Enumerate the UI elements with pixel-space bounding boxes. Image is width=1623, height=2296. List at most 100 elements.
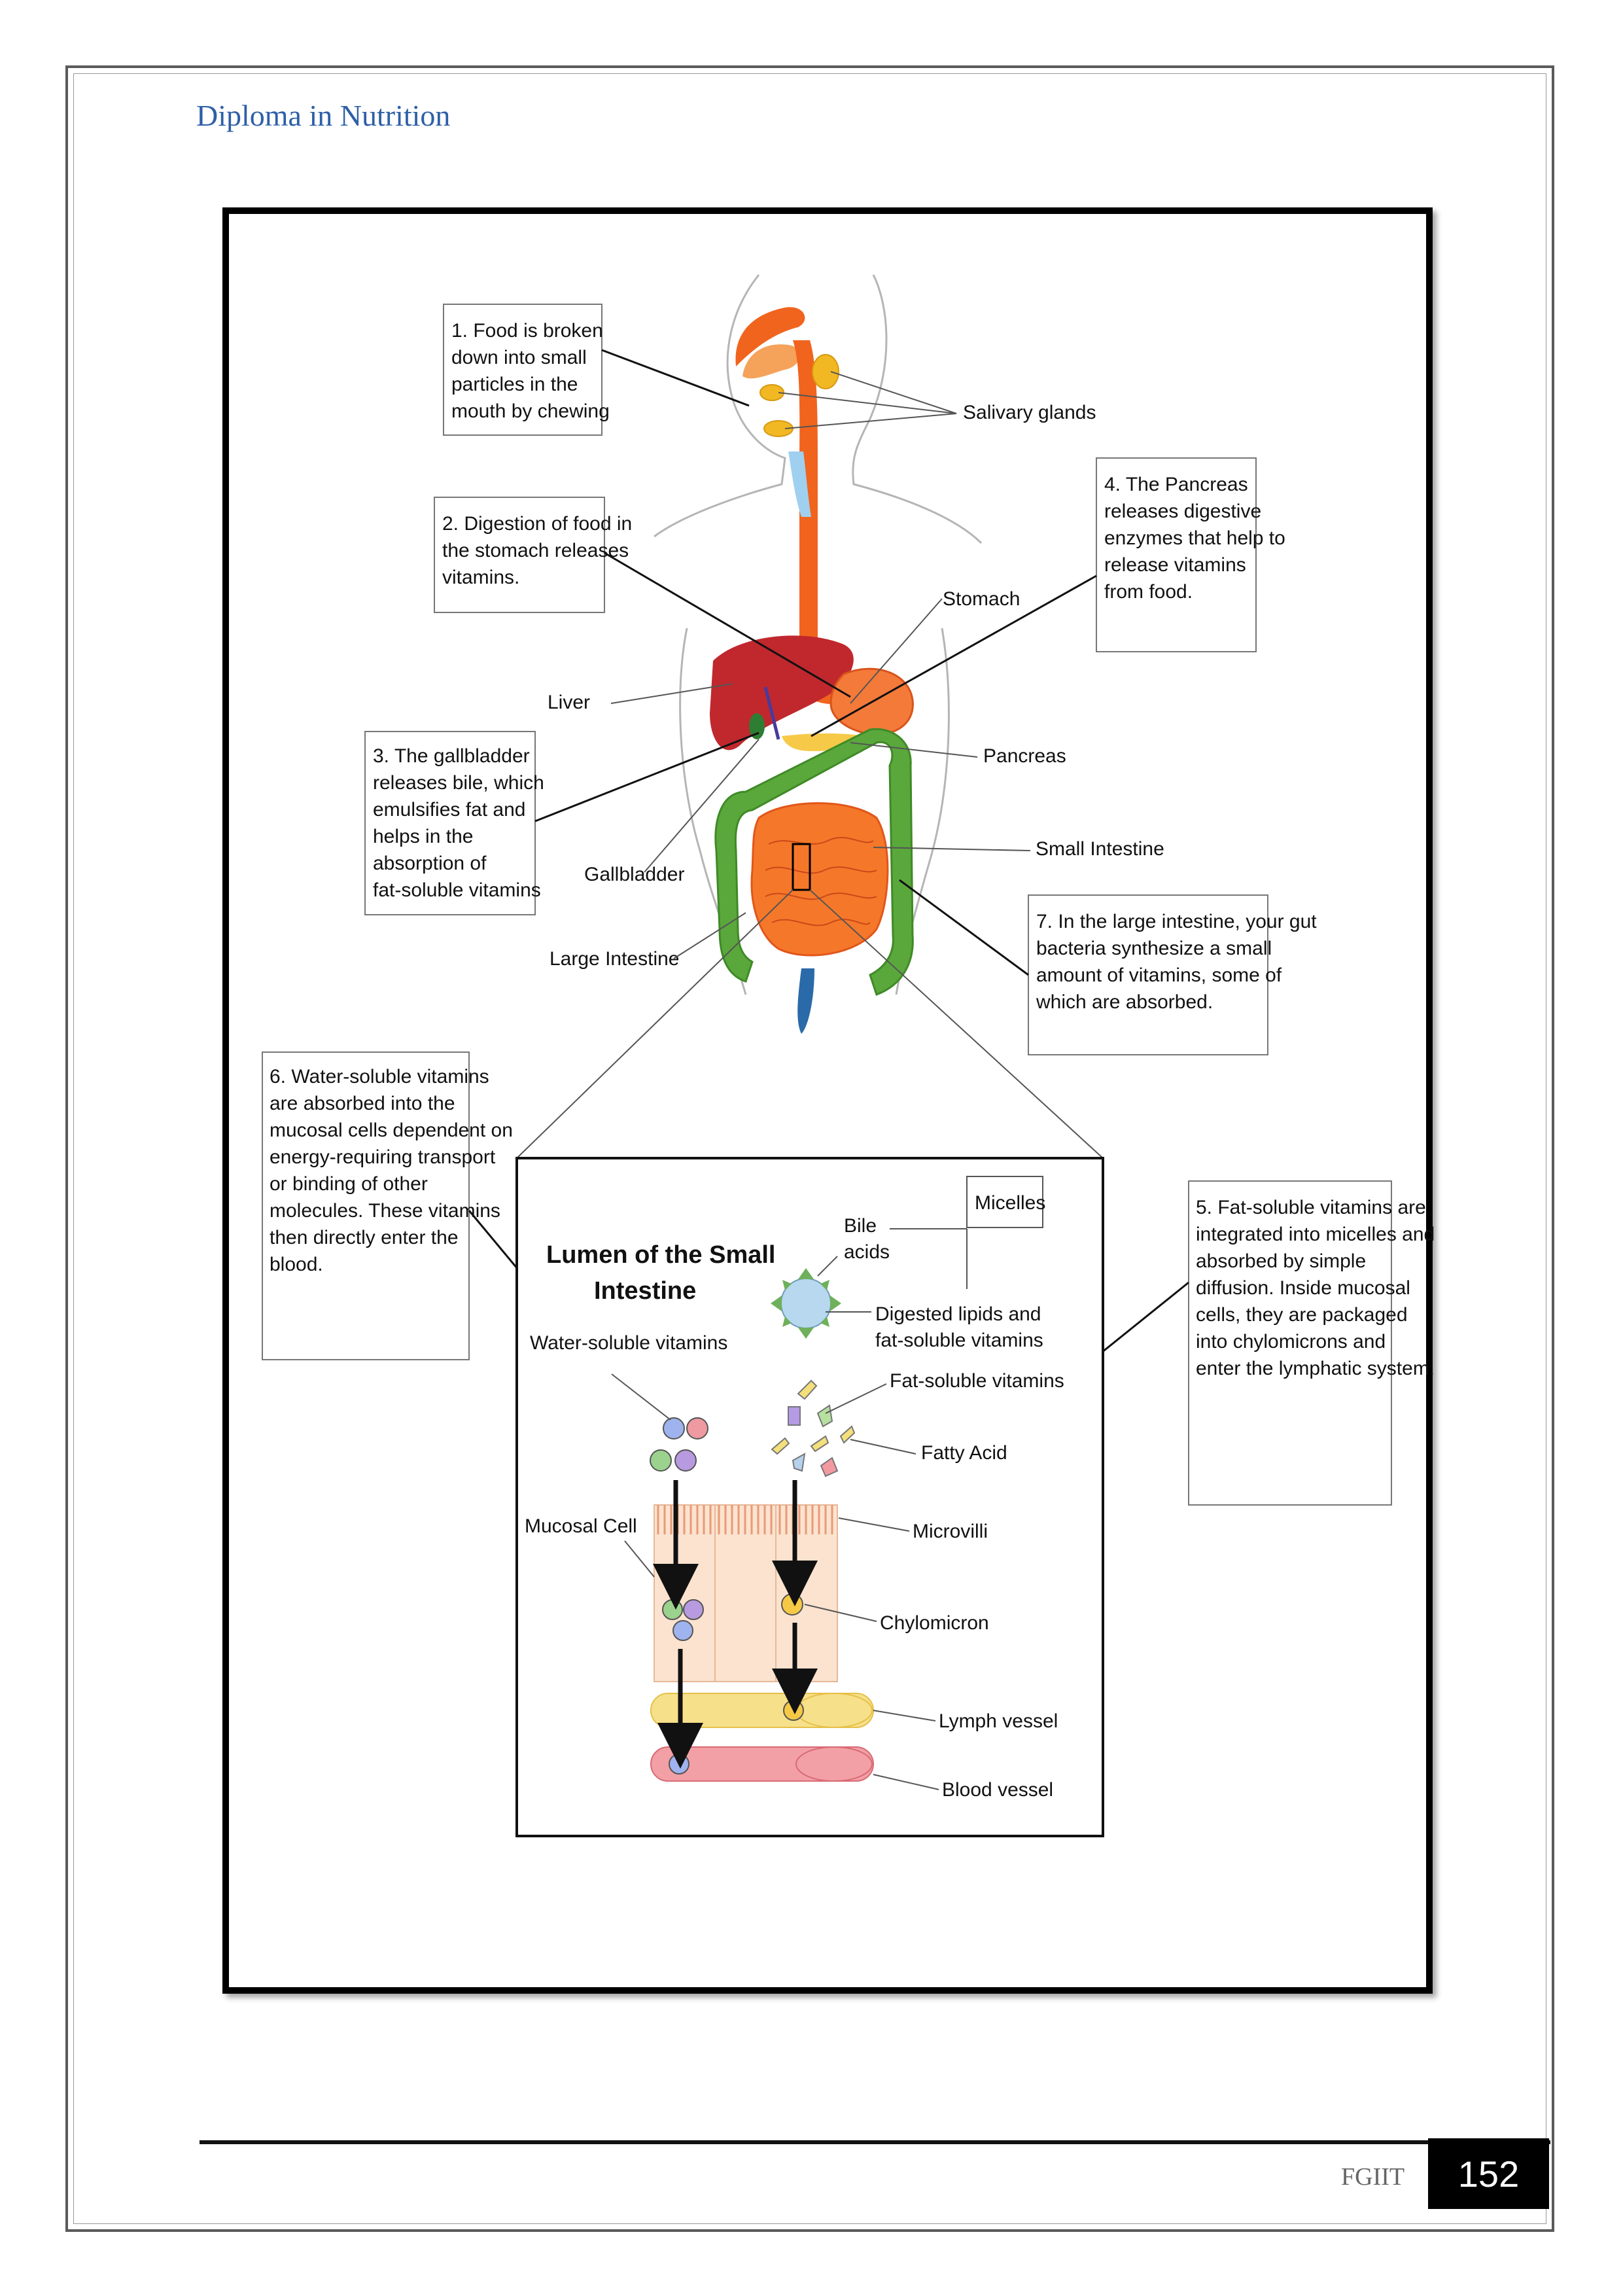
svg-text:diffusion. Inside mucosal: diffusion. Inside mucosal: [1196, 1277, 1410, 1299]
lymph-chylomicron-icon: [783, 1700, 804, 1721]
label-large-intestine: Large Intestine: [550, 948, 679, 970]
svg-text:from food.: from food.: [1104, 581, 1193, 603]
svg-text:which are absorbed.: which are absorbed.: [1036, 991, 1213, 1013]
blood-vitamin-icon: [669, 1754, 689, 1775]
callout-box-3: 3. The gallbladder releases bile, which …: [364, 731, 544, 915]
label-mucosal-cell: Mucosal Cell: [525, 1515, 637, 1537]
label-gallbladder: Gallbladder: [584, 864, 684, 885]
svg-text:release vitamins: release vitamins: [1104, 554, 1246, 576]
parotid-gland-icon: [812, 354, 839, 389]
svg-text:are absorbed into the: are absorbed into the: [270, 1093, 455, 1114]
svg-text:4. The Pancreas: 4. The Pancreas: [1104, 474, 1248, 495]
svg-text:or binding of other: or binding of other: [270, 1173, 428, 1195]
salivary-glands: [759, 354, 839, 437]
microvilli-icon: [657, 1505, 833, 1534]
callout-box-4: 4. The Pancreas releases digestive enzym…: [1096, 457, 1285, 652]
label-salivary-glands: Salivary glands: [963, 402, 1096, 423]
small-intestine-folds: [765, 837, 877, 927]
svg-text:amount of vitamins, some of: amount of vitamins, some of: [1036, 964, 1282, 986]
svg-text:5. Fat-soluble vitamins are: 5. Fat-soluble vitamins are: [1196, 1197, 1426, 1218]
svg-text:blood.: blood.: [270, 1254, 323, 1275]
intestine-zoom-marker: [792, 843, 811, 891]
callout-box-7: 7. In the large intestine, your gut bact…: [1028, 894, 1317, 1055]
footer-rule: [200, 2140, 1550, 2144]
label-fatty-acid: Fatty Acid: [921, 1442, 1007, 1464]
svg-text:the stomach releases: the stomach releases: [442, 540, 629, 561]
svg-text:energy-requiring transport: energy-requiring transport: [270, 1146, 496, 1168]
svg-text:particles in the: particles in the: [451, 374, 578, 395]
svg-text:3. The gallbladder: 3. The gallbladder: [373, 745, 530, 767]
label-digested-line-1: Digested lipids and: [875, 1303, 1041, 1325]
svg-text:absorbed by simple: absorbed by simple: [1196, 1250, 1366, 1272]
svg-text:into chylomicrons and: into chylomicrons and: [1196, 1331, 1386, 1352]
label-digested-line-2: fat-soluble vitamins: [875, 1330, 1043, 1351]
larynx-icon: [788, 451, 811, 517]
zoom-projection-lines: [516, 889, 1104, 1159]
small-intestine-icon: [750, 802, 889, 957]
svg-text:absorption of: absorption of: [373, 853, 487, 874]
inset-lumen-panel: Lumen of the Small Intestine Micelles Bi…: [515, 1157, 1104, 1837]
svg-text:fat-soluble vitamins: fat-soluble vitamins: [373, 879, 541, 901]
svg-text:7. In the large intestine, you: 7. In the large intestine, your gut: [1036, 911, 1317, 932]
gallbladder-icon: [749, 713, 765, 739]
svg-text:bacteria synthesize a small: bacteria synthesize a small: [1036, 938, 1272, 959]
label-small-intestine: Small Intestine: [1036, 838, 1164, 860]
rectum-icon: [797, 968, 814, 1034]
chylomicron-icon: [781, 1593, 803, 1616]
bile-duct-icon: [763, 686, 780, 740]
label-bile-line-2: acids: [844, 1241, 890, 1263]
svg-text:integrated into micelles and: integrated into micelles and: [1196, 1224, 1435, 1245]
svg-text:then directly enter the: then directly enter the: [270, 1227, 459, 1248]
label-pancreas: Pancreas: [983, 745, 1066, 767]
page-border-inner: [73, 73, 1546, 2224]
label-liver: Liver: [548, 692, 590, 713]
absorption-arrows: [653, 1480, 818, 1769]
callout-box-1: 1. Food is broken down into small partic…: [443, 304, 610, 436]
svg-text:vitamins.: vitamins.: [442, 567, 519, 588]
svg-text:helps in the: helps in the: [373, 826, 473, 847]
footer-org-name: FGIIT: [1341, 2163, 1405, 2191]
page-header-title: Diploma in Nutrition: [196, 99, 451, 132]
water-soluble-vitamin-icons: [650, 1417, 708, 1472]
label-fat-soluble-vitamins: Fat-soluble vitamins: [890, 1370, 1064, 1392]
thin-leader-lines: [610, 371, 1031, 959]
label-micelles: Micelles: [975, 1192, 1045, 1214]
svg-text:2. Digestion of food in: 2. Digestion of food in: [442, 513, 632, 535]
label-blood-vessel: Blood vessel: [942, 1779, 1053, 1801]
svg-text:mouth by chewing: mouth by chewing: [451, 400, 610, 422]
svg-text:enter the lymphatic system.: enter the lymphatic system.: [1196, 1358, 1435, 1379]
callout-box-2: 2. Digestion of food in the stomach rele…: [434, 497, 632, 613]
label-water-soluble-vitamins: Water-soluble vitamins: [530, 1332, 727, 1354]
inset-title-line-2: Intestine: [594, 1277, 696, 1305]
svg-text:releases digestive: releases digestive: [1104, 501, 1261, 522]
label-stomach: Stomach: [943, 588, 1020, 610]
label-microvilli: Microvilli: [913, 1521, 988, 1542]
inset-title-line-1: Lumen of the Small: [546, 1241, 775, 1269]
svg-text:down into small: down into small: [451, 347, 587, 368]
lymph-vessel-icon: [650, 1693, 874, 1728]
fat-soluble-vitamin-icons: [771, 1379, 856, 1477]
micelle-icon: [771, 1268, 841, 1339]
sublingual-gland-icon: [763, 420, 794, 437]
blood-vessel-icon: [650, 1746, 874, 1782]
svg-text:1. Food is broken: 1. Food is broken: [451, 320, 603, 342]
label-lymph-vessel: Lymph vessel: [939, 1710, 1058, 1732]
esophagus-tube: [793, 340, 847, 705]
palate-icon: [735, 307, 805, 366]
svg-text:mucosal cells dependent on: mucosal cells dependent on: [270, 1120, 513, 1141]
large-intestine-icon: [714, 728, 914, 996]
svg-text:enzymes that help to: enzymes that help to: [1104, 527, 1285, 549]
callout-box-5: 5. Fat-soluble vitamins are integrated i…: [1188, 1180, 1435, 1506]
svg-text:cells, they are packaged: cells, they are packaged: [1196, 1304, 1408, 1326]
mouth-and-esophagus: [735, 307, 847, 705]
liver-icon: [710, 635, 854, 751]
label-chylomicron: Chylomicron: [880, 1612, 989, 1634]
callout-box-6: 6. Water-soluble vitamins are absorbed i…: [262, 1051, 513, 1360]
label-bile-line-1: Bile: [844, 1215, 877, 1237]
svg-text:6. Water-soluble vitamins: 6. Water-soluble vitamins: [270, 1066, 489, 1087]
svg-text:releases bile, which: releases bile, which: [373, 772, 544, 794]
tongue-icon: [742, 344, 800, 379]
page-border: [65, 65, 1554, 2232]
page-number: 152: [1428, 2138, 1549, 2209]
